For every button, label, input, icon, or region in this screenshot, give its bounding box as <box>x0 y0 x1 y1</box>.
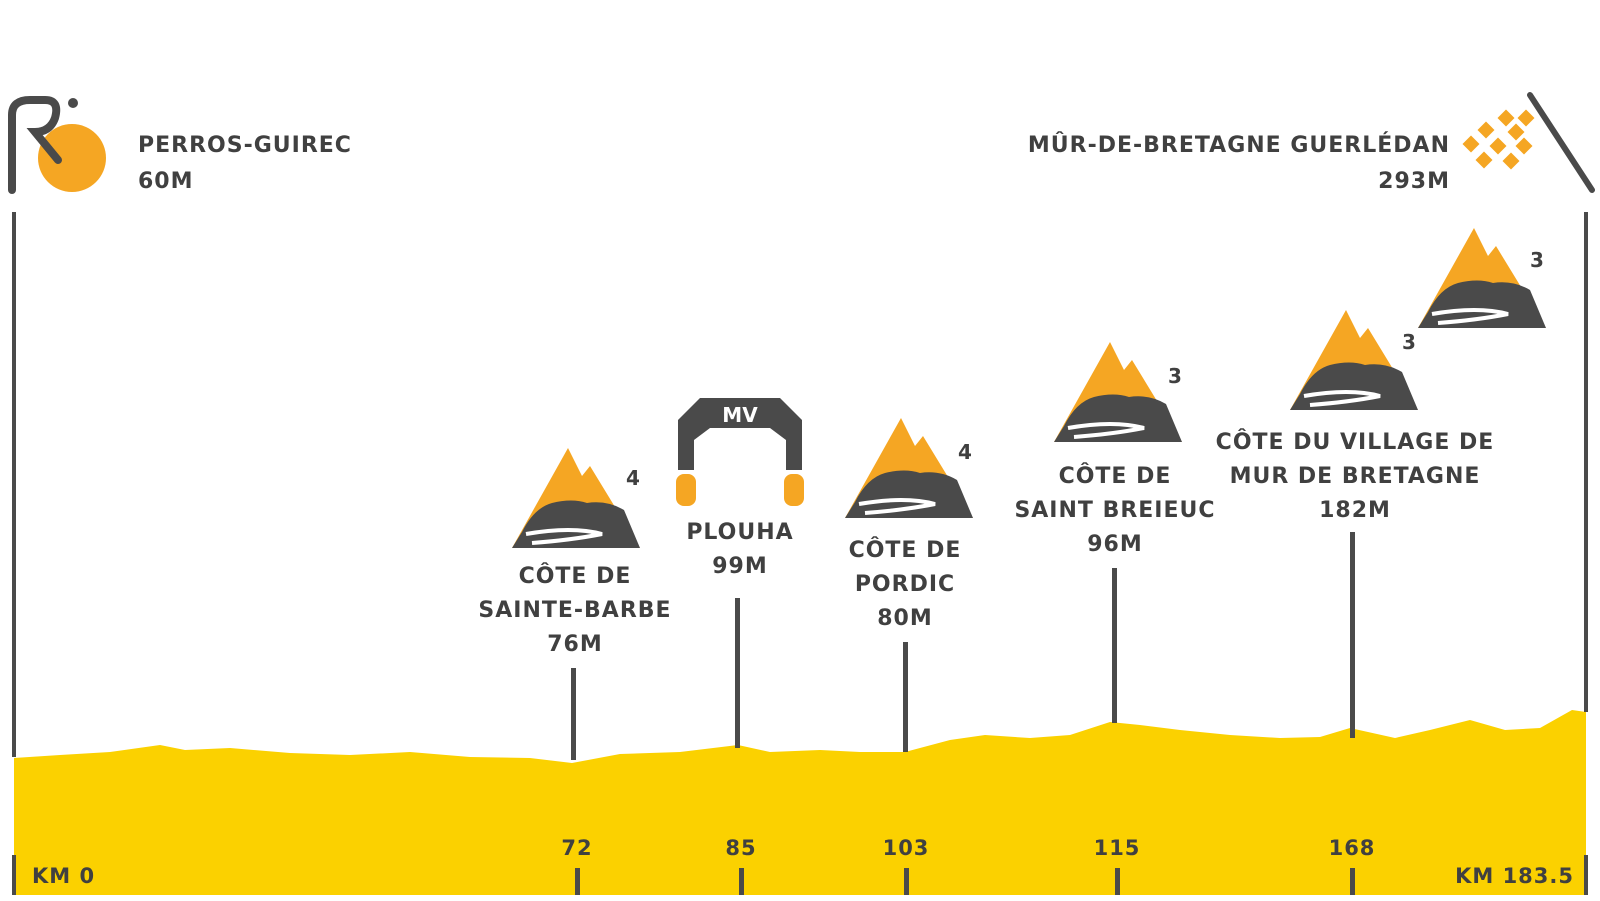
category-saint-brieuc: 3 <box>1168 364 1182 388</box>
pole-sainte-barbe <box>571 668 576 760</box>
km-115: 115 <box>1093 836 1141 860</box>
km-72: 72 <box>561 836 593 860</box>
tick-start <box>12 855 16 895</box>
sprint-badge: MV <box>722 403 758 427</box>
category-finish-climb: 3 <box>1530 248 1544 272</box>
pole-mur-village <box>1350 532 1355 738</box>
finish-flag-icon <box>1462 92 1595 193</box>
start-name: PERROS-GUIREC <box>138 133 352 158</box>
tick-115 <box>1115 868 1120 895</box>
tick-72 <box>575 868 580 895</box>
km-finish: KM 183.5 <box>1455 864 1574 888</box>
start-pole <box>12 212 16 757</box>
finish-label: MÛR-DE-BRETAGNE GUERLÉDAN 293M <box>1028 128 1450 200</box>
finish-pole <box>1584 212 1588 712</box>
start-elevation: 60M <box>138 169 194 194</box>
category-pordic: 4 <box>958 440 972 464</box>
mountain-icon-mur-village <box>1288 308 1420 412</box>
km-85: 85 <box>725 836 757 860</box>
label-sainte-barbe: CÔTE DE SAINTE-BARBE 76M <box>478 564 672 657</box>
tick-finish <box>1584 855 1588 895</box>
tick-103 <box>904 868 909 895</box>
label-mur-village: CÔTE DU VILLAGE DE MUR DE BRETAGNE 182M <box>1215 430 1495 523</box>
tick-168 <box>1350 868 1355 895</box>
finish-name: MÛR-DE-BRETAGNE GUERLÉDAN <box>1027 133 1450 158</box>
tick-85 <box>739 868 744 895</box>
km-168: 168 <box>1328 836 1376 860</box>
category-mur-village: 3 <box>1402 330 1416 354</box>
finish-elevation: 293M <box>1378 169 1450 194</box>
mountain-icon-pordic <box>843 416 975 520</box>
pole-pordic <box>903 642 908 752</box>
km-start: KM 0 <box>32 864 96 888</box>
label-plouha: PLOUHA 99M <box>686 520 794 579</box>
start-label: PERROS-GUIREC 60M <box>138 128 352 200</box>
category-sainte-barbe: 4 <box>626 466 640 490</box>
mountain-icon-sainte-barbe <box>510 446 642 550</box>
pole-saint-brieuc <box>1112 568 1117 723</box>
mountain-icon-saint-brieuc <box>1052 340 1184 444</box>
label-pordic: CÔTE DE PORDIC 80M <box>848 538 962 631</box>
mountain-icon-finish-climb <box>1416 226 1548 330</box>
elevation-profile <box>14 710 1586 895</box>
label-saint-brieuc: CÔTE DE SAINT BREIEUC 96M <box>1014 464 1216 557</box>
start-logo-icon <box>8 96 106 194</box>
sprint-arch-icon <box>676 398 804 506</box>
pole-plouha <box>735 598 740 748</box>
km-103: 103 <box>882 836 930 860</box>
